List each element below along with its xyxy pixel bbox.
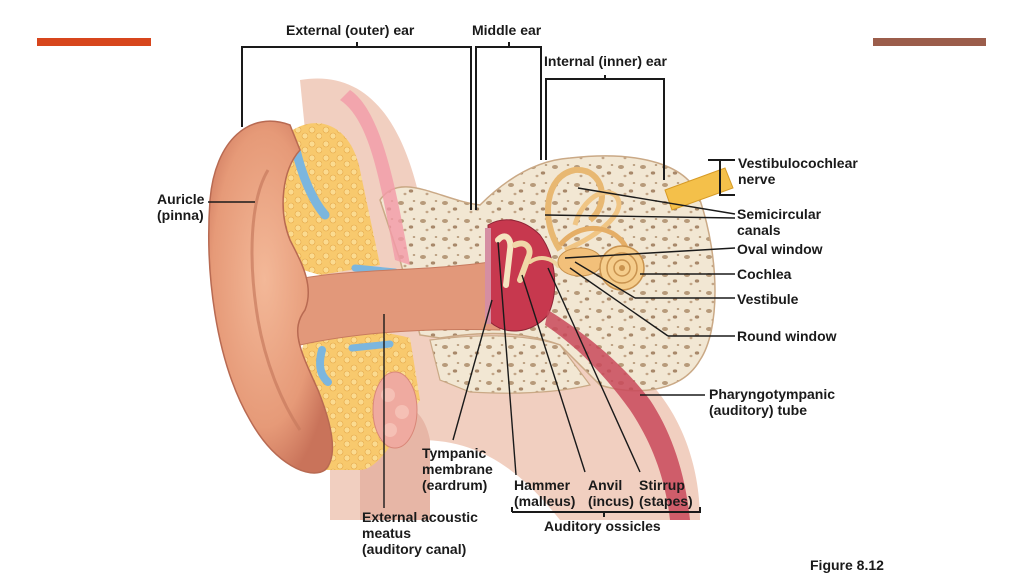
gland-tissue — [372, 371, 418, 449]
label-internal-ear: Internal (inner) ear — [544, 53, 667, 69]
label-round-window: Round window — [737, 328, 837, 344]
label-anvil: Anvil(incus) — [588, 477, 634, 509]
label-hammer: Hammer(malleus) — [514, 477, 576, 509]
label-middle-ear: Middle ear — [472, 22, 542, 38]
leader-lines — [208, 187, 736, 508]
label-vestibule: Vestibule — [737, 291, 799, 307]
left-accent-bar — [37, 38, 151, 46]
label-cochlea: Cochlea — [737, 266, 792, 282]
label-pharyngotympanic-tube: Pharyngotympanic(auditory) tube — [709, 386, 836, 418]
label-oval-window: Oval window — [737, 241, 823, 257]
figure-caption: Figure 8.12 — [810, 557, 884, 573]
label-auditory-ossicles: Auditory ossicles — [544, 518, 661, 534]
label-external-ear: External (outer) ear — [286, 22, 415, 38]
right-accent-bar — [873, 38, 986, 46]
ossicles-shapes — [495, 233, 560, 288]
auditory-canal — [284, 261, 501, 346]
brackets — [241, 42, 735, 517]
label-auricle: Auricle(pinna) — [157, 191, 205, 223]
auricle-shape — [208, 120, 334, 474]
label-stirrup: Stirrup(stapes) — [639, 477, 693, 509]
inner-ear-shapes — [545, 167, 645, 291]
auditory-tube-shape — [545, 310, 690, 520]
